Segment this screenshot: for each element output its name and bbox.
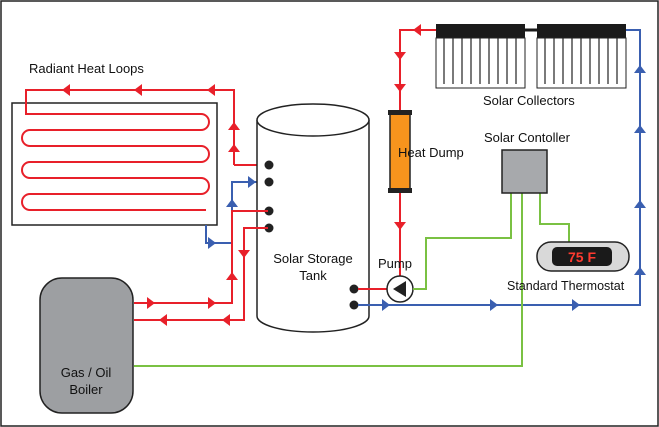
solar-storage-tank: Solar Storage Tank: [256, 103, 370, 333]
collector-hot-arrow: [394, 52, 406, 60]
collector-cold-arrow: [382, 299, 390, 311]
boiler-return-arrow: [238, 250, 250, 258]
control-wiring: [134, 193, 570, 367]
boiler-label-line1: Gas / Oil: [61, 365, 112, 380]
collector-hot-arrow: [394, 222, 406, 230]
collector-cold-arrow: [490, 299, 498, 311]
radiant-supply-arrow: [207, 84, 215, 96]
pump-label: Pump: [378, 256, 412, 271]
collector-cold-arrow: [634, 65, 646, 73]
radiant-heat-loops-label: Radiant Heat Loops: [29, 61, 144, 76]
radiant-return-arrow: [208, 237, 216, 249]
collector-cold-arrow: [634, 267, 646, 275]
collector-cold-arrow: [634, 200, 646, 208]
tank-port: [264, 160, 274, 170]
collector-hot-arrow: [394, 84, 406, 92]
radiant-floor-panel: [11, 102, 218, 226]
boiler-supply-arrow: [147, 297, 155, 309]
collector-cold-arrow: [572, 299, 580, 311]
boiler-supply-pipe: [134, 210, 268, 304]
tank-port: [349, 284, 359, 294]
collector-hot-arrow: [413, 24, 421, 36]
boiler-label-line2: Boiler: [69, 382, 103, 397]
pump-icon: [393, 281, 406, 297]
controller-to-pump-wire: [413, 193, 512, 290]
solar-controller: [501, 149, 548, 194]
radiant-supply-arrow: [62, 84, 70, 96]
boiler-supply-arrow: [208, 297, 216, 309]
radiant-heat-loops: Radiant Heat Loops: [11, 61, 268, 249]
solar-loop: Solar Collectors Heat Dump Pump: [358, 24, 646, 311]
collector-hot-pipe: [399, 29, 436, 289]
collector-cold-pipe: [358, 29, 641, 306]
radiant-return-arrow: [226, 199, 238, 207]
collector-cold-arrow: [634, 125, 646, 133]
tank-port: [264, 177, 274, 187]
thermostat-display-value: 75 F: [568, 249, 596, 265]
radiant-loop-coil: [21, 113, 210, 211]
tank-top: [256, 103, 370, 137]
boiler: [39, 277, 134, 414]
radiant-supply-pipe: [25, 89, 235, 165]
tank-label-line2: Tank: [299, 268, 327, 283]
controller-to-boiler-wire: [134, 193, 523, 367]
heat-dump-cap: [388, 110, 412, 115]
solar-collector-panel: [536, 24, 627, 89]
solar-controller-label: Solar Contoller: [484, 130, 571, 145]
tank-port: [349, 300, 359, 310]
boiler-return-arrow: [159, 314, 167, 326]
boiler-supply-arrow: [226, 272, 238, 280]
thermostat-display: [552, 247, 612, 266]
heat-dump-cap: [388, 188, 412, 193]
radiant-supply-arrow: [134, 84, 142, 96]
boiler-loop: Gas / Oil Boiler: [39, 210, 268, 414]
radiant-supply-arrow: [228, 144, 240, 152]
tank-port: [264, 206, 274, 216]
boiler-return-arrow: [222, 314, 230, 326]
standard-thermostat-label: Standard Thermostat: [507, 279, 625, 293]
solar-collectors-label: Solar Collectors: [483, 93, 575, 108]
heat-dump-label: Heat Dump: [398, 145, 464, 160]
tank-body: [256, 120, 370, 333]
boiler-return-pipe: [134, 227, 268, 321]
controller-to-thermostat-wire: [539, 193, 570, 242]
radiant-return-arrow: [248, 176, 256, 188]
radiant-supply-arrow: [228, 122, 240, 130]
tank-label-line1: Solar Storage: [273, 251, 353, 266]
tank-port: [264, 223, 274, 233]
solar-collector-panel: [435, 24, 526, 89]
